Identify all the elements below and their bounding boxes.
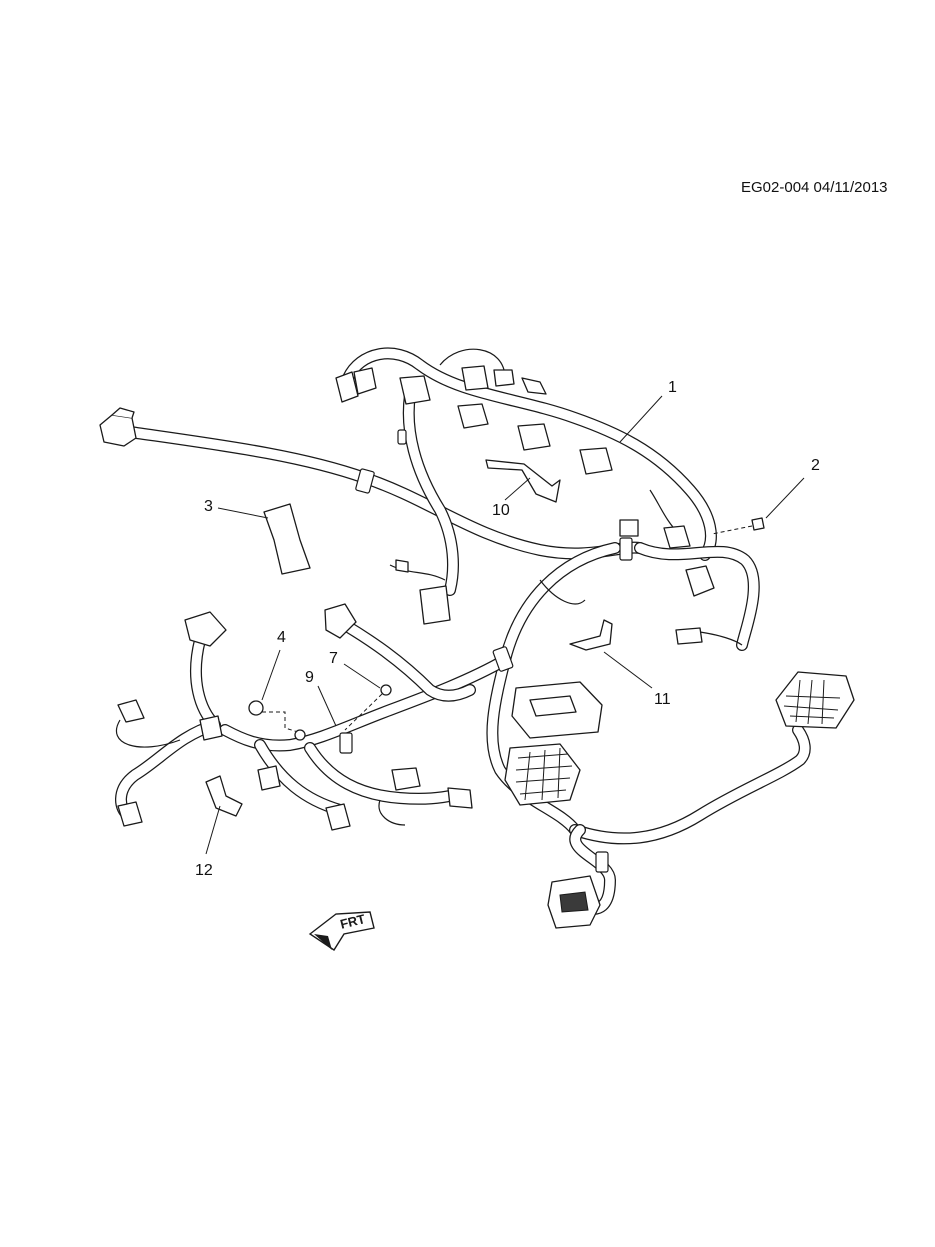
- connectors: [99, 365, 855, 929]
- small-parts: [205, 459, 765, 817]
- connector-mid-right: [619, 519, 715, 645]
- drawing-reference: EG02-004 04/11/2013: [741, 179, 888, 196]
- leader-lines: [205, 395, 805, 855]
- connector-ecm-lower: [504, 743, 581, 806]
- callout-1: 1: [668, 379, 677, 396]
- callout-4: 4: [277, 629, 286, 646]
- connector-cluster-top: [335, 365, 613, 475]
- fuse-box: [775, 671, 855, 729]
- callout-9: 9: [305, 669, 314, 686]
- connector-bottom: [547, 875, 601, 929]
- callout-10: 10: [492, 502, 510, 519]
- callout-2: 2: [811, 457, 820, 474]
- callout-11: 11: [654, 691, 671, 708]
- callout-12: 12: [195, 862, 213, 879]
- bracket-part-3: [263, 503, 311, 575]
- callout-7: 7: [329, 650, 338, 667]
- connector-center-sensor: [395, 559, 451, 625]
- screw-part-2: [711, 517, 765, 535]
- connector-ecm-upper: [511, 681, 603, 739]
- front-direction-arrow-icon: [308, 911, 375, 951]
- bracket-part-11: [569, 619, 613, 651]
- connector-upper-left: [99, 407, 137, 447]
- connector-left-group: [117, 603, 473, 831]
- clip-part-12: [205, 775, 243, 817]
- shield-part-10: [485, 459, 561, 503]
- callout-3: 3: [204, 498, 213, 515]
- fastener-part-7: [344, 684, 392, 731]
- bolt-part-4: [248, 700, 306, 741]
- thin-wires: [115, 348, 743, 826]
- harness-clips: [339, 429, 633, 873]
